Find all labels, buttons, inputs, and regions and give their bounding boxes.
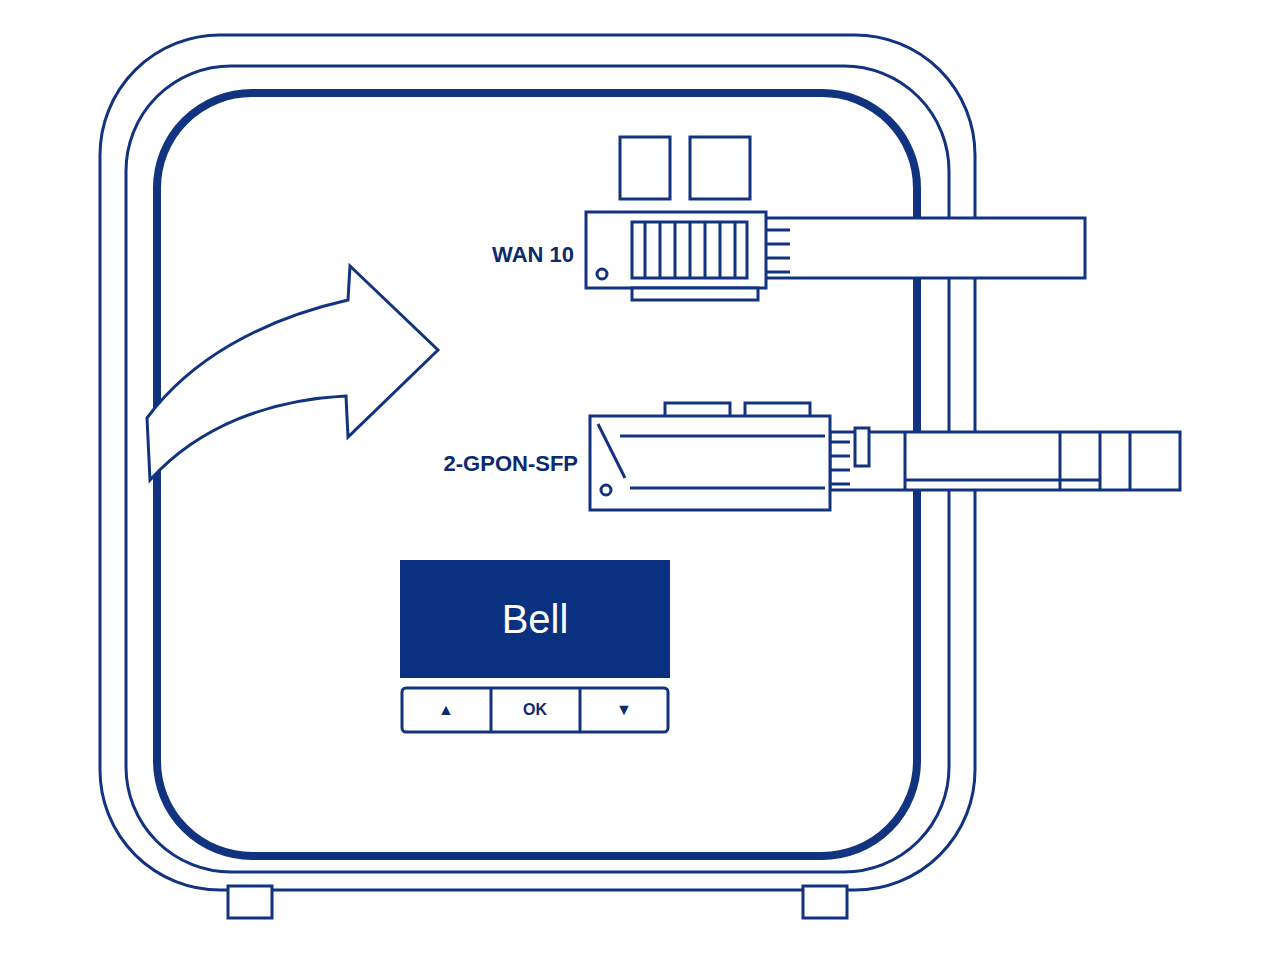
button-label: ▼ — [616, 701, 632, 719]
boot-teeth — [831, 442, 850, 484]
button-label: ▲ — [438, 701, 454, 719]
button-strip — [402, 688, 668, 732]
housing-gasket — [157, 93, 917, 856]
port-label: WAN 10 — [492, 243, 574, 267]
connector-base — [632, 288, 758, 300]
button-row — [402, 688, 668, 732]
housing-foot — [803, 886, 847, 918]
connector-pin — [601, 485, 611, 495]
brand-name: Bell — [502, 597, 569, 641]
display-panel — [400, 560, 670, 678]
grip-ridges — [645, 222, 735, 278]
latch-tab — [690, 137, 750, 199]
latch-tab — [620, 137, 670, 199]
housing-foot — [228, 886, 272, 918]
cable-segments — [905, 432, 1130, 490]
connector-body — [586, 212, 766, 288]
cable — [765, 218, 1085, 278]
insert-arrow — [147, 266, 438, 480]
button-divider — [491, 688, 580, 732]
wan-connector — [586, 137, 1085, 300]
connector-grip — [632, 222, 747, 278]
cable — [830, 432, 1180, 490]
port-label: 2-GPON-SFP — [444, 452, 578, 476]
boot-clip — [855, 428, 869, 466]
housing-rim — [126, 66, 949, 872]
display-screen: Bell — [400, 560, 670, 678]
button-label: OK — [523, 701, 547, 719]
connector-pin — [597, 269, 607, 279]
connector-body — [590, 416, 830, 510]
sfp-connector — [590, 403, 1180, 510]
boot-teeth — [766, 230, 790, 272]
connector-detail — [598, 424, 825, 488]
